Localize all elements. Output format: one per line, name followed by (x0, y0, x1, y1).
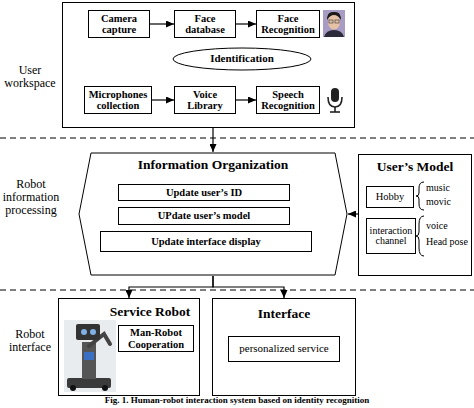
connector-arrow (152, 99, 174, 100)
node-text: Man-Robot Cooperation (119, 326, 193, 351)
node-text: Update user’s ID (119, 185, 289, 200)
node-text: Face Recognition (257, 11, 319, 37)
process-box: Voice Library (174, 86, 236, 114)
node-heading: Service Robot (100, 305, 200, 320)
robot-box: Man-Robot Cooperation Service Robot (58, 298, 200, 396)
attribute-box: Hobby (366, 186, 414, 208)
node-text: Microphones collection (85, 87, 151, 113)
section-divider (0, 290, 474, 291)
connector-arrow (129, 276, 213, 298)
model-box: Hobby interaction channel User’s Model (358, 154, 472, 276)
face-photo (323, 10, 345, 37)
attribute-label: music (426, 182, 450, 193)
process-box: Update user’s ID (118, 184, 290, 201)
service-box: personalized service (228, 336, 340, 362)
node-text: Hobby (367, 187, 413, 207)
brace (416, 182, 424, 210)
process-box: UPdate user’s model (118, 207, 290, 225)
node-text: Camera capture (89, 11, 149, 37)
connector-arrow (150, 23, 174, 24)
process-box: Man-Robot Cooperation (118, 325, 194, 352)
ellipse-shape (173, 48, 311, 70)
connector-arrow (236, 99, 256, 100)
figure-caption: Fig. 1. Human-robot interaction system b… (0, 396, 474, 406)
node-text: Update interface display (101, 232, 311, 251)
attribute-box: interaction channel (366, 218, 416, 254)
connector-arrow (348, 213, 358, 214)
attribute-label: movic (426, 196, 451, 207)
section-divider (0, 138, 474, 139)
process-box: Face Recognition (256, 10, 320, 38)
interface-box: personalized service Interface (212, 298, 356, 396)
section-label: Robot interface (0, 328, 60, 354)
connector-arrow (213, 276, 284, 298)
node-heading: User’s Model (358, 160, 472, 175)
node-heading: User workspace (1, 64, 59, 90)
process-box: Face database (174, 10, 236, 38)
node-text: Face database (175, 11, 235, 37)
node-text: Voice Library (175, 87, 235, 113)
connector-arrow (212, 128, 213, 152)
process-box: Update interface display (100, 231, 312, 252)
node-heading: Interface (212, 307, 356, 322)
process-box: Speech Recognition (256, 86, 320, 114)
attribute-label: Head pose (426, 236, 468, 247)
brace (416, 216, 424, 256)
process-box: Camera capture (88, 10, 150, 38)
microphone-icon (328, 88, 342, 112)
node-text: personalized service (229, 337, 339, 361)
connector-arrow (236, 23, 256, 24)
node-text: interaction channel (367, 219, 415, 253)
workspace-box: Camera capture Face database Face Recognit… (62, 2, 355, 128)
ellipse-node: Identification (172, 47, 312, 71)
hexagon-node: Update user’s ID UPdate user’s modelUpdat… (78, 152, 348, 276)
node-text: UPdate user’s model (119, 208, 289, 224)
node-text: Speech Recognition (257, 87, 319, 113)
section-label: Robot information processing (0, 178, 62, 218)
hexagon-shape (79, 153, 347, 275)
process-box: Microphones collection (84, 86, 152, 114)
node-heading: Information Organization (78, 158, 348, 173)
robot-photo (64, 320, 116, 392)
node-text: Identification (172, 47, 312, 71)
attribute-label: voice (426, 220, 448, 231)
